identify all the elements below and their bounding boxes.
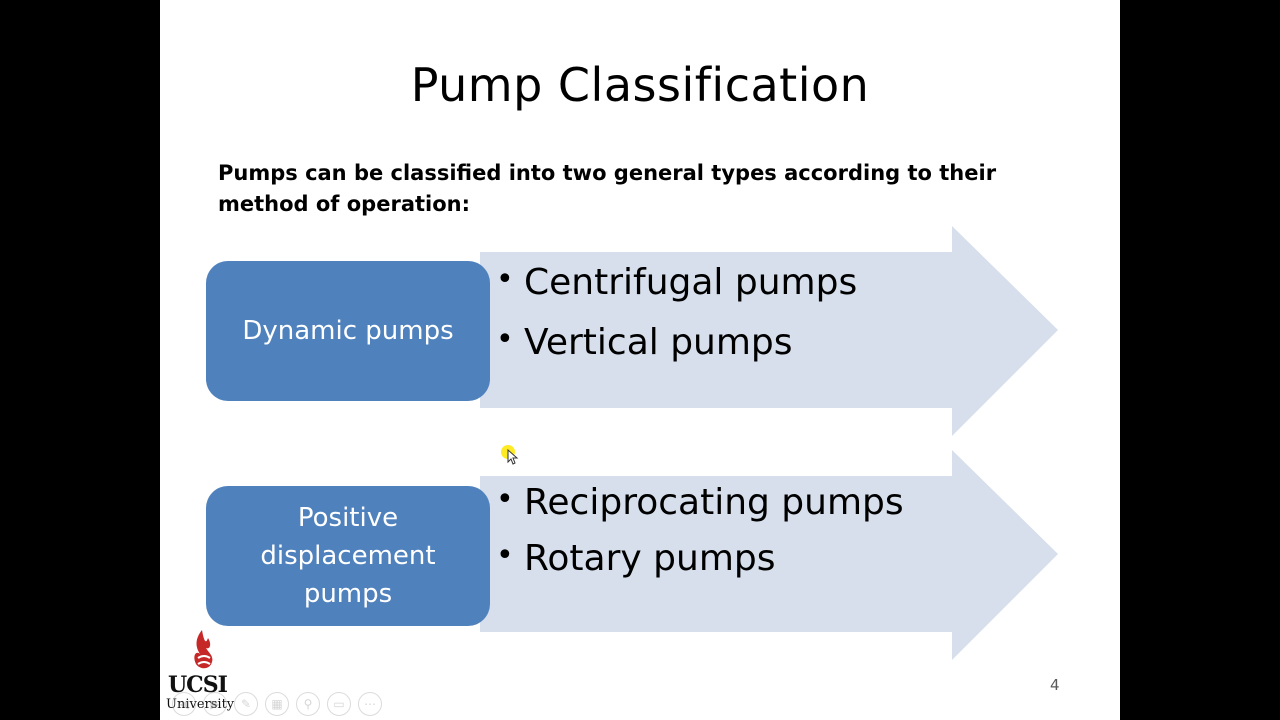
category-box-positive: Positive displacement pumps [206,486,490,626]
arrow-shape-dynamic [480,226,1058,438]
zoom-icon[interactable]: ⚲ [296,692,320,716]
slides-icon[interactable]: ▦ [265,692,289,716]
screen-icon[interactable]: ▭ [327,692,351,716]
bullet-list-dynamic: • Centrifugal pumps • Vertical pumps [496,262,857,363]
bullet-icon: • [496,322,514,357]
list-item: • Reciprocating pumps [496,482,904,523]
pen-icon[interactable]: ✎ [234,692,258,716]
slide-title: Pump Classification [410,58,870,112]
bullet-list-positive: • Reciprocating pumps • Rotary pumps [496,482,904,579]
list-item: • Rotary pumps [496,538,776,579]
next-icon[interactable]: ▶ [203,692,227,716]
bullet-icon: • [496,538,514,573]
more-icon[interactable]: ⋯ [358,692,382,716]
category-label: Dynamic pumps [242,316,454,346]
list-item: • Centrifugal pumps [496,262,858,303]
bullet-icon: • [496,482,514,517]
university-logo [166,628,242,718]
slideshow-toolbar: ◀ ▶ ✎ ▦ ⚲ ▭ ⋯ [172,692,382,716]
page-number: 4 [1050,676,1060,694]
category-box-dynamic: Dynamic pumps [206,261,490,401]
bullet-icon: • [496,262,514,297]
category-label: Positive displacement pumps [260,503,436,609]
slide: Pump Classification Pumps can be classif… [160,0,1120,720]
arrow-shape-positive [480,450,1058,662]
mouse-pointer-icon [500,444,522,468]
intro-text: Pumps can be classified into two general… [218,161,997,216]
prev-icon[interactable]: ◀ [172,692,196,716]
list-item: • Vertical pumps [496,322,793,363]
